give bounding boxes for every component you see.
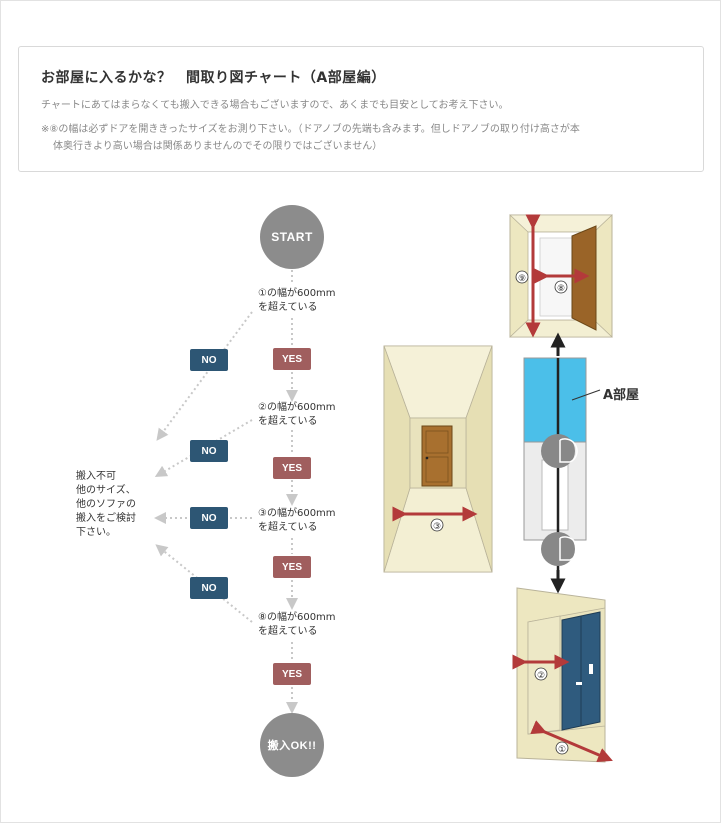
ng-line-3: 他のソファの [76,499,136,510]
ng-message: 搬入不可 他のサイズ、 他のソファの 搬入をご検討 下さい。 [76,470,136,540]
no-badge-2: NO [190,440,228,462]
condition-1-line-1: ①の幅が600mm [258,288,336,299]
ng-line-2: 他のサイズ、 [76,485,136,496]
ng-line-4: 搬入をご検討 [76,513,136,524]
yes-badge-3: YES [273,556,311,578]
ng-line-5: 下さい。 [76,527,116,538]
condition-4-line-2: を超えている [258,626,318,637]
start-node: START [260,205,324,269]
dim-8-label: ⑧ [557,284,565,294]
condition-2-line-2: を超えている [258,416,318,427]
condition-1-line-2: を超えている [258,302,318,313]
ok-node: 搬入OK!! [260,713,324,777]
notice-line-2: ※⑧の幅は必ずドアを開ききったサイズをお測り下さい。（ドアノブの先端も含みます。… [41,124,580,135]
dim-3-label: ③ [433,522,441,532]
ng-line-1: 搬入不可 [76,471,116,482]
yes-badge-2: YES [273,457,311,479]
dim-2-label: ② [537,671,545,681]
condition-3-line-2: を超えている [258,522,318,533]
no-badge-1: NO [190,349,228,371]
corridor-illustration [383,345,493,573]
notice-line-1: チャートにあてはまらなくても搬入できる場合もございますので、あくまでも目安として… [41,100,509,111]
dim-9-label: ⑨ [518,274,526,284]
hallway-door-illustration [512,587,613,763]
condition-3: ③の幅が600mm を超えている [258,507,336,535]
yes-badge-1: YES [273,348,311,370]
page-title: お部屋に入るかな？ 間取り図チャート（A部屋編） [41,70,386,86]
no-badge-4: NO [190,577,228,599]
entrance-door-illustration [508,214,614,338]
no-badge-3: NO [190,507,228,529]
condition-2: ②の幅が600mm を超えている [258,401,336,429]
floor-plan [523,332,601,594]
notice-line-3: 体奥行きより高い場合は関係ありませんのでその限りではございません） [53,141,383,152]
condition-3-line-1: ③の幅が600mm [258,508,336,519]
condition-1: ①の幅が600mm を超えている [258,287,336,315]
condition-2-line-1: ②の幅が600mm [258,402,336,413]
dim-1-label: ① [558,745,566,755]
room-a-label: A部屋 [603,388,640,403]
notice-box: お部屋に入るかな？ 間取り図チャート（A部屋編） チャートにあてはまらなくても搬… [18,46,704,172]
yes-badge-4: YES [273,663,311,685]
condition-4: ⑧の幅が600mm を超えている [258,611,336,639]
condition-4-line-1: ⑧の幅が600mm [258,612,336,623]
